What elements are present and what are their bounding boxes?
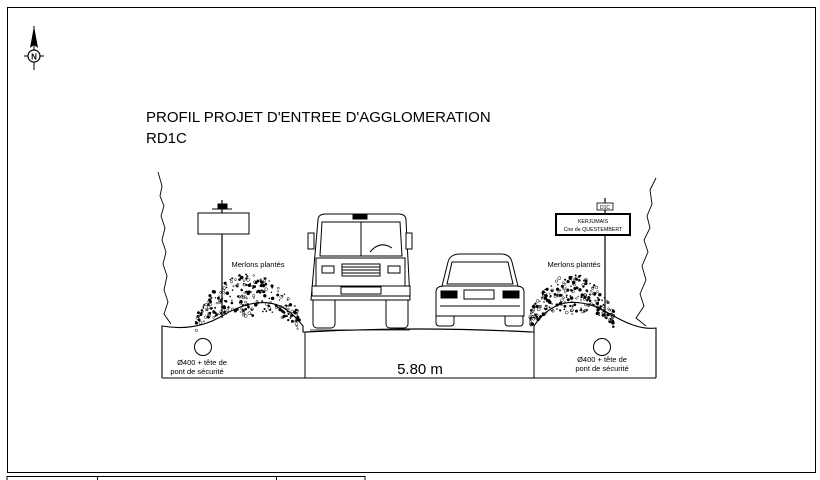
merlon-planting-right [528, 274, 616, 329]
north-arrow-icon: N [24, 26, 44, 70]
car-rear-view [435, 253, 525, 327]
sheet-border [7, 7, 816, 473]
drawing-title: PROFIL PROJET D'ENTREE D'AGGLOMERATION [146, 109, 491, 126]
north-letter: N [31, 53, 37, 62]
left-hedge [157, 171, 172, 325]
culvert-left [194, 338, 212, 356]
drawing-subtitle: RD1C [146, 130, 187, 147]
pipe-left-label-1: Ø400 + tête de [177, 358, 227, 367]
merlons-left-label: Merlons plantés [232, 260, 285, 269]
right-sign-line2: Cne de QUESTEMBERT [564, 227, 624, 233]
road-platform [162, 328, 656, 379]
merlons-right-label: Merlons plantés [548, 260, 601, 269]
right-sign-line1: KERJUMAIS [578, 219, 609, 225]
pipe-right-label-1: Ø400 + tête de [577, 355, 627, 364]
culvert-right [593, 338, 611, 356]
road-width-label: 5.80 m [397, 361, 443, 378]
title-block [6, 476, 366, 480]
truck-front-view [307, 213, 413, 329]
right-hedge [635, 177, 657, 327]
pipe-left-label-2: pont de sécurité [170, 367, 223, 376]
pipe-right-label-2: pont de sécurité [575, 364, 628, 373]
left-road-sign [197, 200, 250, 318]
right-cartouche-label: D1C [600, 205, 610, 211]
right-road-sign [555, 198, 631, 318]
merlon-planting-left [194, 273, 301, 332]
